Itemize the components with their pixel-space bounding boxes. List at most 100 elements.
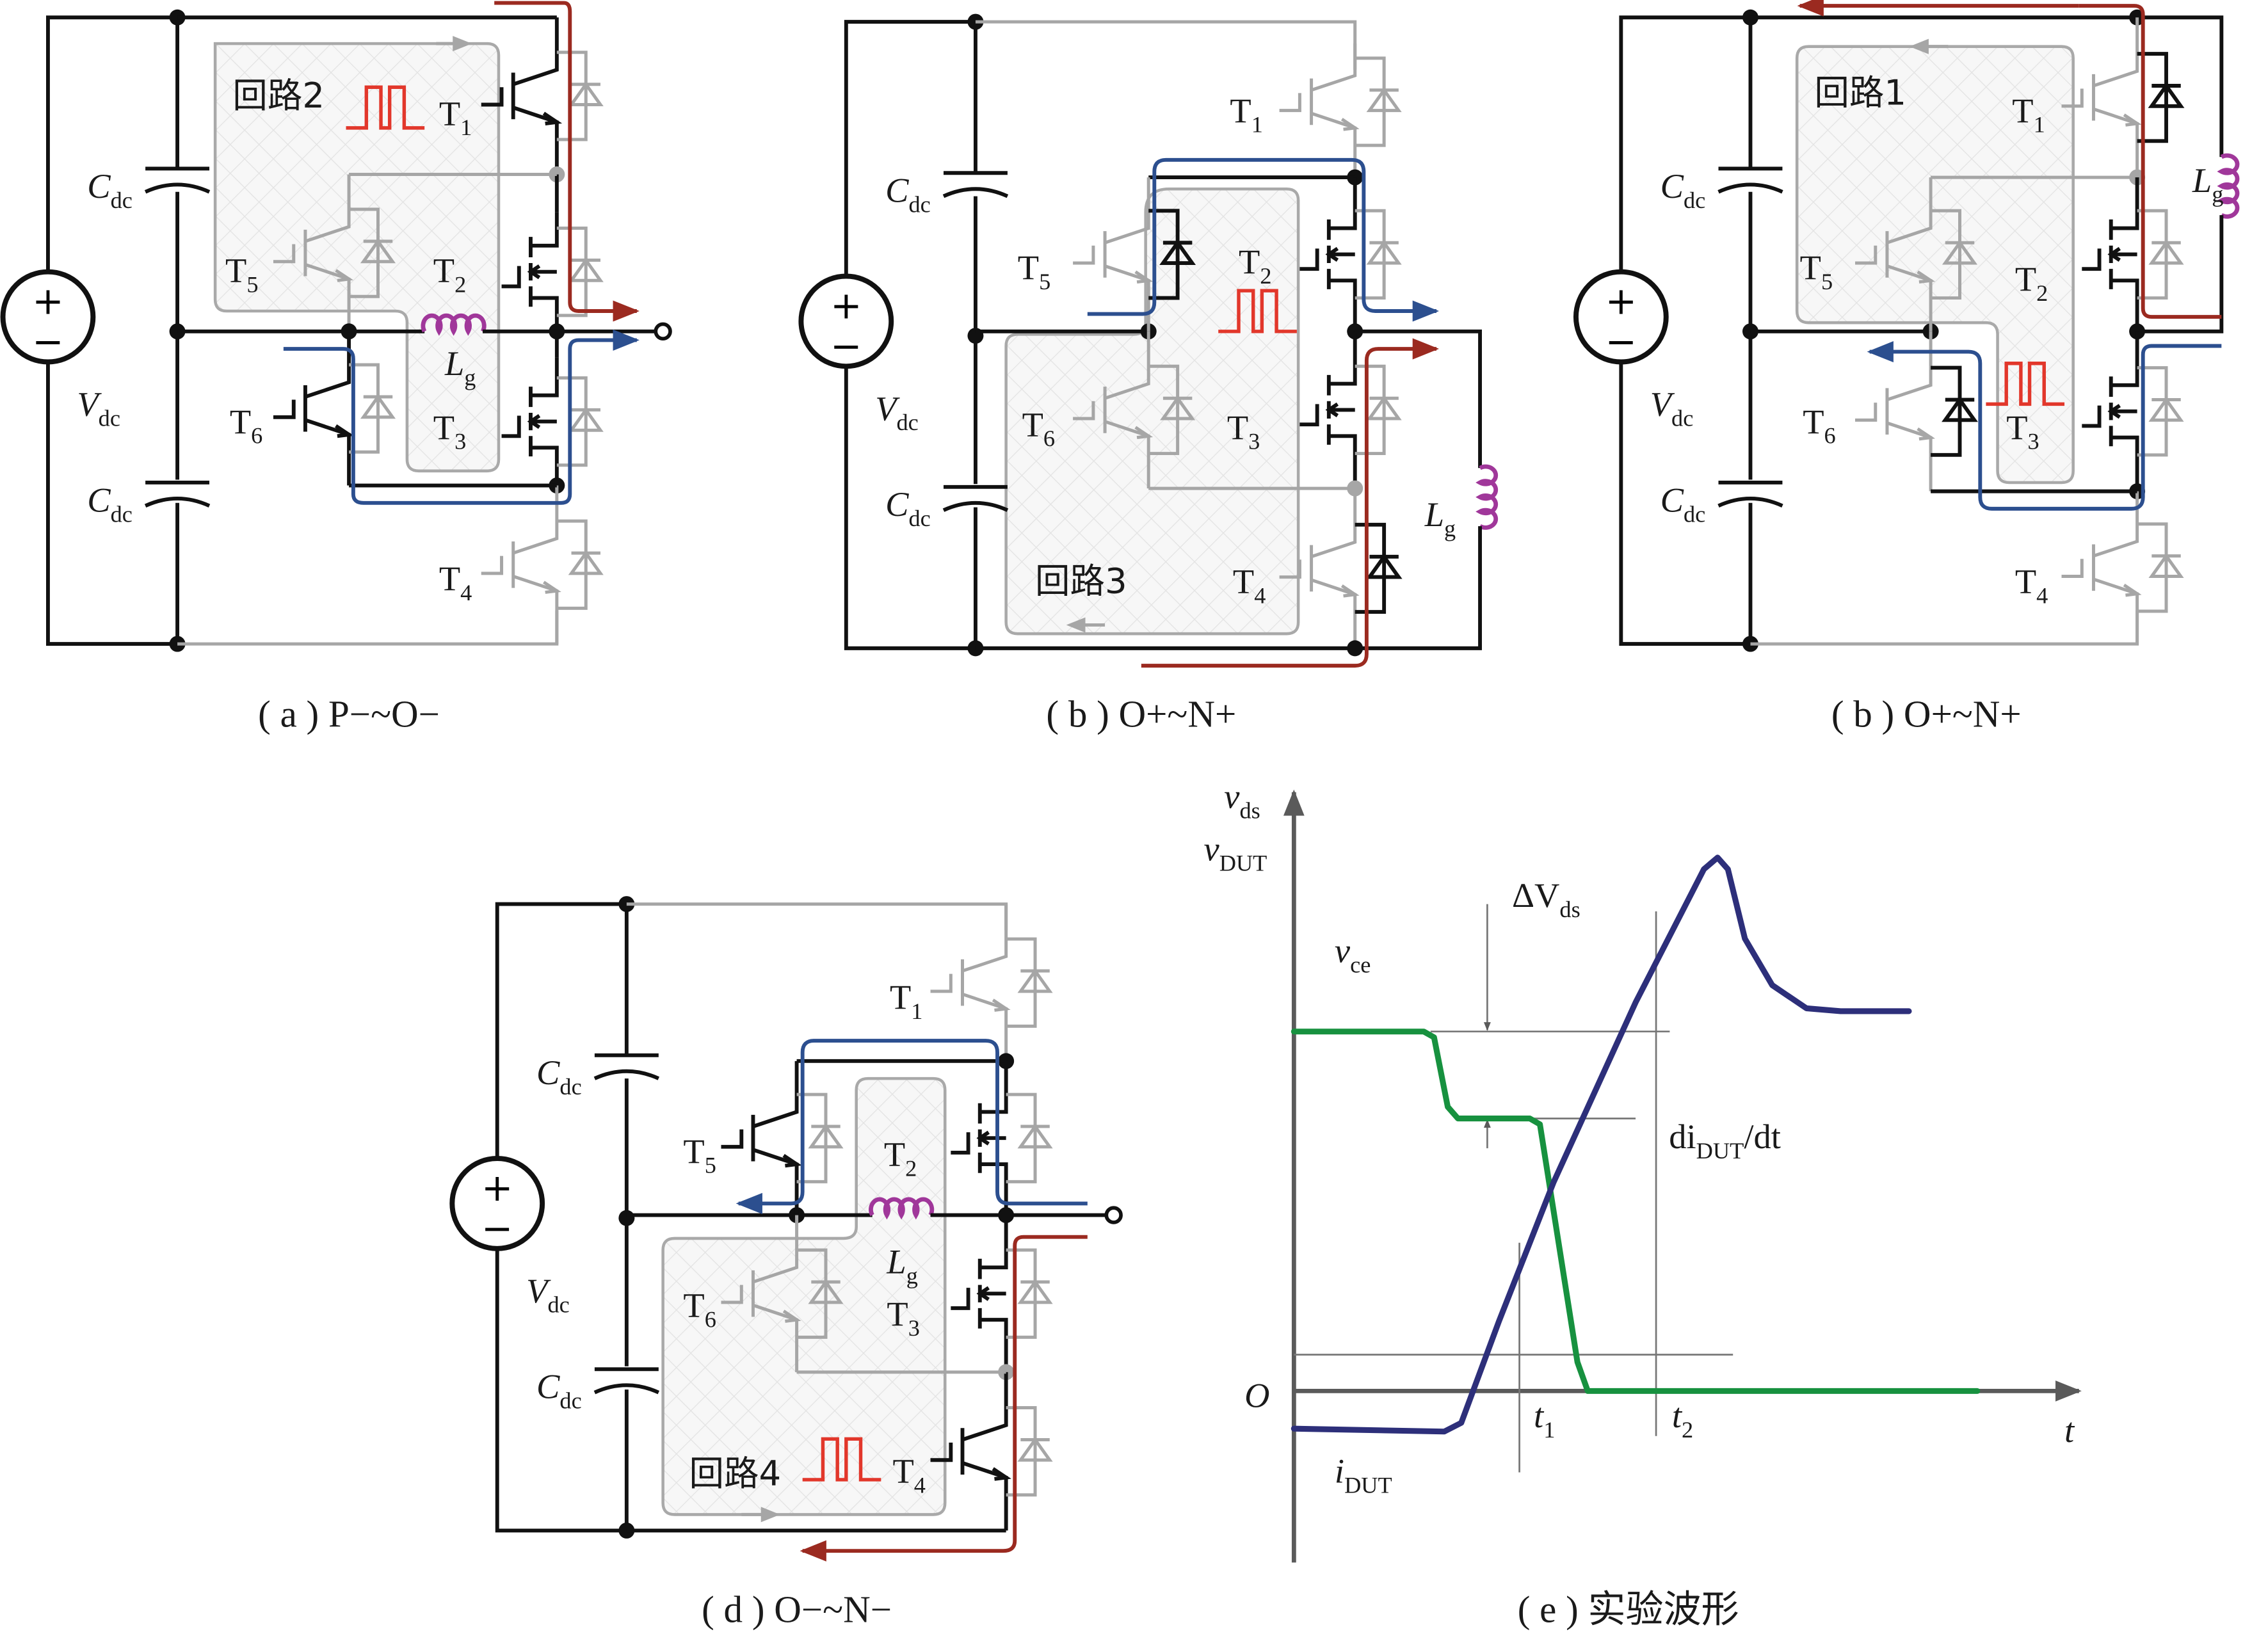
switch-label-t6: T6 [683, 1286, 716, 1333]
cap-label-top-main: C [885, 171, 909, 210]
cap-label-bottom: Cdc [1661, 480, 1706, 527]
diode-triangle [808, 1123, 844, 1149]
switch-label-t3-main: T [887, 1294, 908, 1333]
igbt-arrow [992, 998, 1011, 1012]
t1-label-main: t [1534, 1396, 1545, 1435]
panel-caption: ( d ) O−~N− [702, 1588, 892, 1630]
igbt-arrow [542, 111, 563, 125]
igbt-collector [512, 485, 559, 555]
switch-label-t3: T3 [433, 408, 466, 454]
series-label-vce: vce [1335, 931, 1371, 977]
switch-label-t6-sub: 6 [1043, 426, 1055, 451]
diode-triangle [1366, 239, 1402, 265]
mos-gate [1299, 404, 1319, 427]
igbt-collector [1886, 331, 1933, 401]
current-path-blue [736, 1039, 1088, 1214]
cap-plate-curved [144, 497, 211, 508]
chart-caption: ( e ) 实验波形 [1518, 1588, 1739, 1630]
didt-label: diDUT/dt [1669, 1117, 1781, 1164]
igbt-arrow [2123, 584, 2142, 597]
switch-t1 [2061, 17, 2185, 178]
igbt-gate [2061, 88, 2084, 108]
switch-label-t3-main: T [433, 408, 454, 447]
inductor-lg [2217, 153, 2240, 219]
cap-label-bottom-main: C [87, 480, 111, 519]
cap-plate-curved [1717, 497, 1783, 508]
loop-4-region [661, 1077, 947, 1516]
mos-source [2111, 278, 2139, 332]
switch-t2 [951, 1061, 1053, 1215]
cap-label-top: Cdc [1661, 166, 1706, 213]
diode-wire [2137, 209, 2168, 300]
delta-vds-label: ΔVds [1512, 876, 1580, 922]
source-label-sub: dc [99, 405, 120, 431]
inductor-label-sub: g [1444, 516, 1456, 541]
diode-triangle [1017, 1437, 1053, 1462]
t1-label: t1 [1534, 1396, 1555, 1443]
igbt-gate [930, 973, 953, 993]
diode-wire [1931, 209, 1962, 300]
inductor-label-sub: g [906, 1263, 918, 1288]
loop-label: 回路3 [1035, 561, 1127, 602]
current-path-red [1141, 338, 1440, 668]
y-axis-label-vds-sub: ds [1240, 798, 1260, 824]
origin-label: O [1244, 1375, 1269, 1414]
igbt-collector [1310, 488, 1357, 559]
diode-triangle [1017, 1279, 1053, 1304]
current-path-red-1 [2079, 4, 2222, 319]
switch-label-t6-main: T [230, 402, 251, 441]
igbt-gate [1854, 403, 1878, 422]
switch-label-t1-sub: 1 [2034, 112, 2045, 138]
mos-drain [1328, 331, 1357, 386]
switch-label-t5: T5 [1800, 248, 1833, 294]
switch-label-t2: T2 [1239, 242, 1271, 289]
switch-label-t5: T5 [1018, 248, 1050, 294]
cap-plate-curved [593, 1069, 660, 1080]
cap-label-bottom-sub: dc [1684, 501, 1705, 527]
cap-label-top: Cdc [885, 171, 931, 218]
switch-label-t6-main: T [1022, 404, 1043, 444]
inductor-label: Lg [886, 1242, 917, 1288]
series-label-idut-main: i [1335, 1451, 1344, 1490]
source-label: Vdc [875, 388, 919, 435]
cap-label-top-main: C [87, 166, 111, 205]
inductor-lg [869, 1197, 935, 1220]
t2-label-sub: 2 [1682, 1417, 1693, 1443]
switch-label-t5-main: T [1800, 248, 1821, 287]
current-path-red [494, 1, 639, 322]
inductor-label: Lg [444, 344, 476, 390]
left-rail-top [45, 15, 178, 272]
switch-label-t6: T6 [1022, 404, 1055, 451]
switch-t4 [481, 485, 604, 644]
switch-t1 [930, 904, 1053, 1061]
igbt-collector [2093, 491, 2139, 558]
igbt-emitter [1310, 111, 1357, 160]
y-axis-label-vdut-main: v [1204, 829, 1220, 868]
cap-label-bottom: Cdc [87, 480, 133, 527]
panel-caption: ( a ) P−~O− [258, 693, 440, 735]
diode-wire [349, 207, 380, 298]
y-axis-label-vds-main: v [1224, 777, 1240, 816]
didt-label-main: di [1669, 1117, 1696, 1156]
top-rail [1750, 15, 2224, 157]
igbt-gate [721, 1285, 743, 1304]
switch-label-t4-sub: 4 [914, 1472, 926, 1498]
switch-label-t5: T5 [683, 1132, 716, 1178]
minus-sign: − [32, 319, 63, 364]
switch-t4 [930, 1372, 1053, 1531]
switch-label-t4: T4 [1233, 562, 1266, 609]
igbt-collector [2093, 17, 2139, 88]
diode-triangle [2148, 553, 2184, 578]
mos-arrow [2107, 404, 2121, 419]
igbt-gate [1073, 401, 1095, 420]
igbt-collector [961, 1372, 1008, 1442]
switch-t3 [501, 357, 604, 486]
cap-label-top-main: C [536, 1053, 560, 1092]
mos-source [2111, 435, 2139, 492]
mos-gate [951, 1288, 970, 1310]
y-axis-label-vdut: vDUT [1204, 829, 1267, 876]
left-rail-top [495, 902, 627, 1159]
